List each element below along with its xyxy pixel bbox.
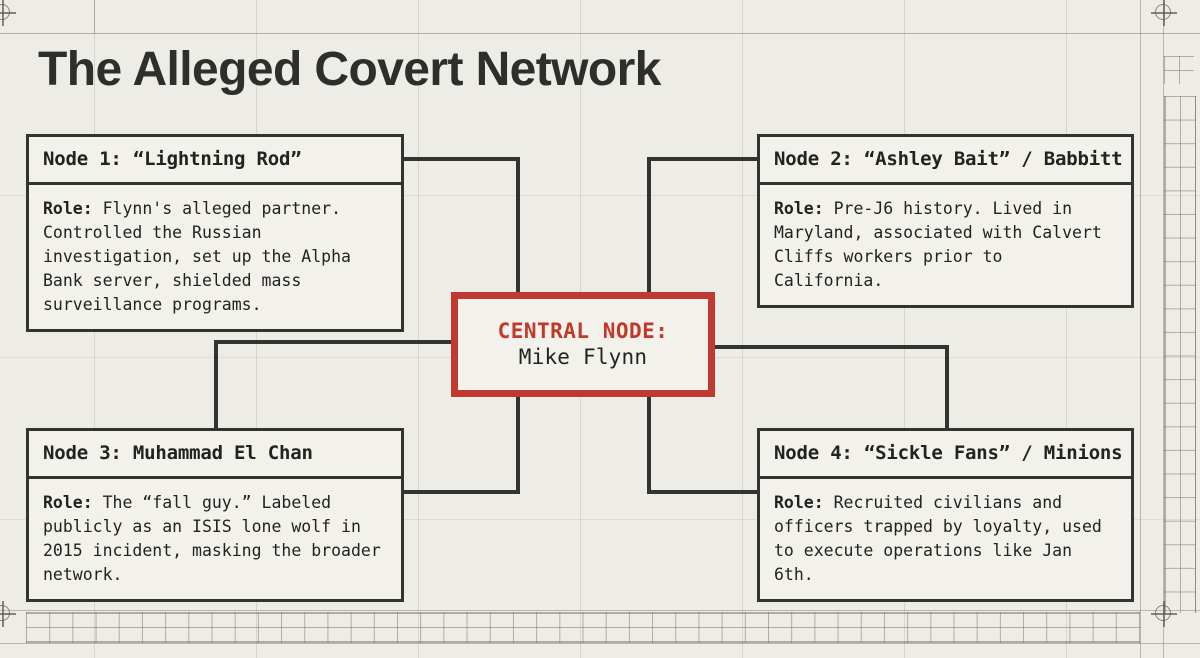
connector-node3-body-to-central <box>402 395 520 494</box>
node-1-role-label: Role: <box>43 199 93 218</box>
central-node-label: CENTRAL NODE: <box>497 318 669 343</box>
node-3-role-text: The “fall guy.” Labeled publicly as an I… <box>43 493 381 585</box>
central-node-name: Mike Flynn <box>518 344 648 369</box>
page-title: The Alleged Covert Network <box>38 43 661 96</box>
margin-rule-tick-left <box>94 0 95 33</box>
ruler-strip-bottom <box>26 612 1140 643</box>
registration-crosshair-icon <box>0 0 16 26</box>
node-4-role-text: Recruited civilians and officers trapped… <box>774 493 1102 585</box>
node-card-2[interactable]: Node 2: “Ashley Bait” / Babbitt Role: Pr… <box>757 134 1134 309</box>
node-2-role-label: Role: <box>774 199 824 218</box>
node-2-header: Node 2: “Ashley Bait” / Babbitt <box>760 137 1131 185</box>
node-1-header: Node 1: “Lightning Rod” <box>29 137 401 185</box>
connector-node4-to-central <box>713 345 949 430</box>
margin-rule-right-outer <box>1163 0 1164 658</box>
connector-node4-body-to-central <box>647 395 759 494</box>
connector-node1-to-central <box>402 157 520 294</box>
margin-rule-right <box>1140 0 1141 658</box>
central-node-card[interactable]: CENTRAL NODE: Mike Flynn <box>451 292 715 397</box>
node-3-role-label: Role: <box>43 493 93 512</box>
margin-rule-bottom <box>0 610 1200 611</box>
connector-node3-to-central <box>214 340 453 430</box>
node-card-4[interactable]: Node 4: “Sickle Fans” / Minions Role: Re… <box>757 428 1134 603</box>
node-4-role-label: Role: <box>774 493 824 512</box>
node-card-1[interactable]: Node 1: “Lightning Rod” Role: Flynn's al… <box>26 134 404 333</box>
node-1-body: Role: Flynn's alleged partner. Controlle… <box>29 185 401 329</box>
registration-crosshair-icon <box>0 601 16 627</box>
margin-rule-bottom-outer <box>0 643 1200 644</box>
node-4-body: Role: Recruited civilians and officers t… <box>760 479 1131 599</box>
node-4-header: Node 4: “Sickle Fans” / Minions <box>760 431 1131 479</box>
margin-rule-top <box>0 33 1200 34</box>
connector-node2-to-central <box>647 157 759 294</box>
node-card-3[interactable]: Node 3: Muhammad El Chan Role: The “fall… <box>26 428 404 603</box>
node-2-body: Role: Pre-J6 history. Lived in Maryland,… <box>760 185 1131 305</box>
node-1-role-text: Flynn's alleged partner. Controlled the … <box>43 199 351 315</box>
node-3-body: Role: The “fall guy.” Labeled publicly a… <box>29 479 401 599</box>
ruler-strip-corner <box>1164 56 1194 84</box>
node-2-role-text: Pre-J6 history. Lived in Maryland, assoc… <box>774 199 1102 291</box>
node-3-header: Node 3: Muhammad El Chan <box>29 431 401 479</box>
ruler-strip-right <box>1164 96 1196 613</box>
registration-crosshair-icon <box>1151 0 1177 26</box>
registration-crosshair-icon <box>1151 601 1177 627</box>
